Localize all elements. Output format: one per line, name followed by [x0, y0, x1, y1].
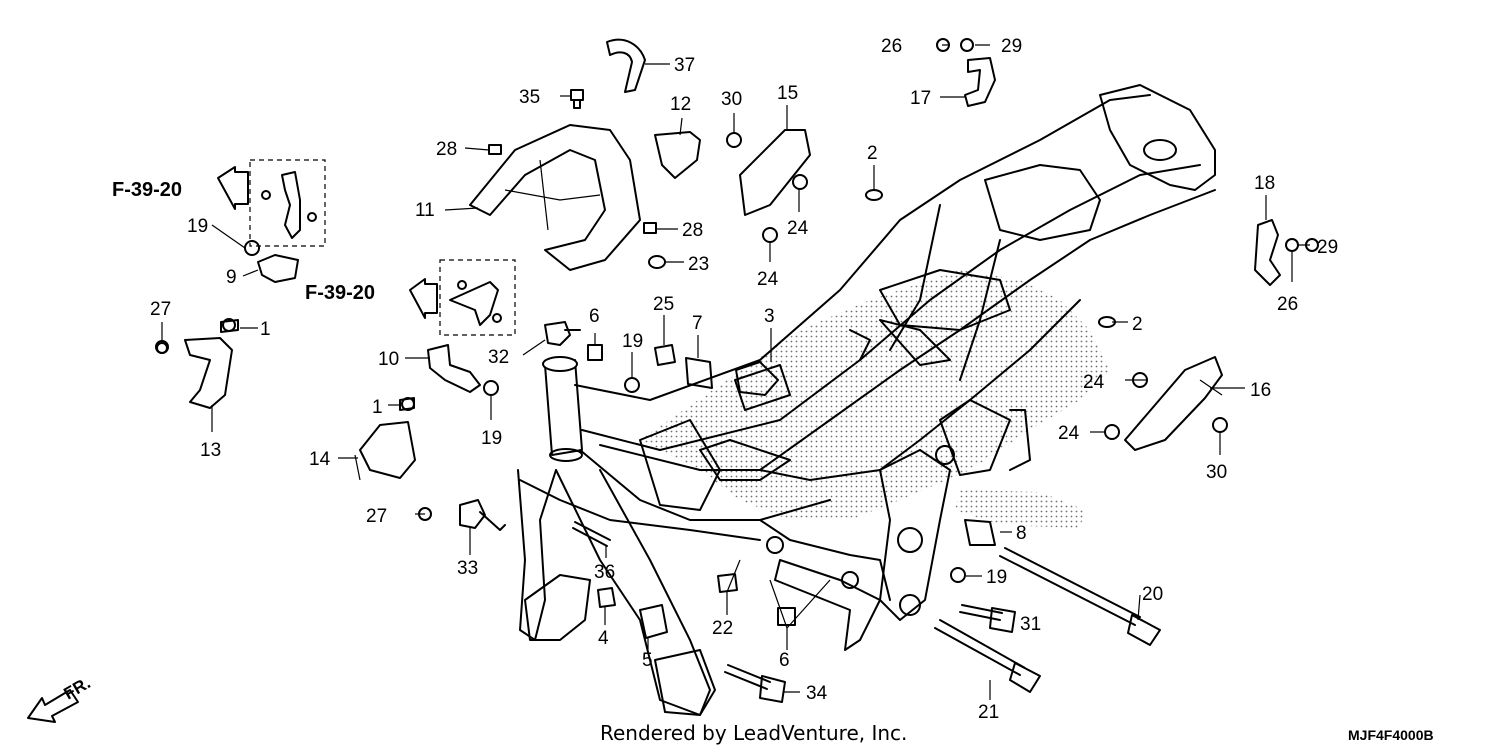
main-frame [517, 84, 1216, 716]
callout-23: 23 [688, 254, 709, 275]
callout-10: 10 [378, 349, 399, 370]
reference-label-lower: F-39-20 [305, 282, 375, 304]
diagram-code: MJF4F4000B [1348, 727, 1434, 743]
reference-box-upper [217, 159, 326, 247]
part-10-clip [427, 344, 481, 393]
part-5-collar [639, 604, 668, 639]
part-11-bracket [469, 124, 641, 271]
small-parts [155, 38, 1319, 703]
callout-20: 20 [1142, 584, 1163, 605]
frame-engine-mount-front [524, 574, 591, 641]
footer-credit: Rendered by LeadVenture, Inc. [600, 721, 907, 745]
frame-swingarm-pivot [879, 449, 951, 621]
front-direction-arrow [27, 689, 79, 723]
callout-8: 8 [1016, 523, 1027, 544]
part-32-bolt [544, 321, 581, 346]
callout-1: 1 [260, 319, 271, 340]
callout-30: 30 [721, 89, 742, 110]
callout-4: 4 [598, 628, 609, 649]
part-33-bolt [459, 499, 506, 531]
part-9-clamp [257, 254, 299, 283]
ref-arrow-lower [409, 278, 438, 319]
callout-27: 27 [366, 506, 387, 527]
callout-2: 2 [867, 143, 878, 164]
callout-9: 9 [226, 267, 237, 288]
callout-25: 25 [653, 294, 674, 315]
part-13-bracket [184, 337, 233, 409]
callout-16: 16 [1250, 380, 1271, 401]
callout-32: 32 [488, 347, 509, 368]
callout-6: 6 [589, 306, 600, 327]
part-14-bracket [359, 421, 416, 479]
callout-34: 34 [806, 683, 828, 704]
callout-19: 19 [986, 567, 1007, 588]
callout-29: 29 [1001, 36, 1022, 57]
callout-35: 35 [519, 87, 540, 108]
callout-28: 28 [682, 220, 703, 241]
callout-26: 26 [1277, 294, 1298, 315]
part-8-collar [964, 519, 996, 546]
callout-36: 36 [594, 562, 615, 583]
callout-21: 21 [978, 702, 999, 723]
callout-30: 30 [1206, 462, 1227, 483]
callout-12: 12 [670, 94, 691, 115]
callout-17: 17 [910, 88, 931, 109]
part-15-bracket [739, 129, 811, 216]
part-21-bolt [934, 619, 1041, 693]
callout-14: 14 [309, 449, 331, 470]
part-16-bracket [1124, 356, 1223, 451]
part-12-clamp [654, 131, 701, 179]
steering-head-tube [544, 359, 583, 456]
callout-24: 24 [1058, 423, 1080, 444]
part-18-bracket [1254, 219, 1281, 286]
callout-19: 19 [481, 428, 502, 449]
callout-29: 29 [1317, 237, 1338, 258]
callout-7: 7 [692, 313, 703, 334]
callout-3: 3 [764, 306, 775, 327]
callout-19: 19 [187, 216, 208, 237]
callout-31: 31 [1020, 614, 1041, 635]
frame-shading [640, 270, 1110, 520]
reference-box-lower [409, 259, 516, 336]
callout-33: 33 [457, 558, 478, 579]
callout-11: 11 [415, 200, 435, 221]
callout-labels: 1 1 2 2 3 4 5 6 6 7 8 9 10 11 12 13 14 1… [150, 36, 1338, 723]
callout-37: 37 [674, 55, 695, 76]
callout-19: 19 [622, 331, 643, 352]
callout-28: 28 [436, 139, 457, 160]
callout-6: 6 [779, 650, 790, 671]
callout-24: 24 [787, 218, 809, 239]
part-37-hose [606, 38, 646, 93]
callout-24: 24 [1083, 372, 1105, 393]
callout-15: 15 [777, 83, 798, 104]
callout-26: 26 [881, 36, 902, 57]
callout-27: 27 [150, 299, 171, 320]
callout-13: 13 [200, 440, 221, 461]
part-20-bolt [999, 547, 1161, 646]
ref-arrow-upper [217, 166, 249, 210]
callout-1: 1 [372, 397, 383, 418]
part-17-bracket [964, 57, 996, 107]
callout-2: 2 [1132, 314, 1143, 335]
callout-22: 22 [712, 618, 733, 639]
leader-lines [161, 44, 1310, 700]
callout-18: 18 [1254, 173, 1275, 194]
reference-label-upper: F-39-20 [112, 179, 182, 201]
frame-rear-subframe [1099, 84, 1216, 191]
part-34-bolt [724, 664, 786, 703]
part-7-collar [685, 357, 713, 389]
frame-main-spar-upper [574, 94, 1151, 401]
callout-5: 5 [642, 650, 653, 671]
callout-24: 24 [757, 269, 779, 290]
